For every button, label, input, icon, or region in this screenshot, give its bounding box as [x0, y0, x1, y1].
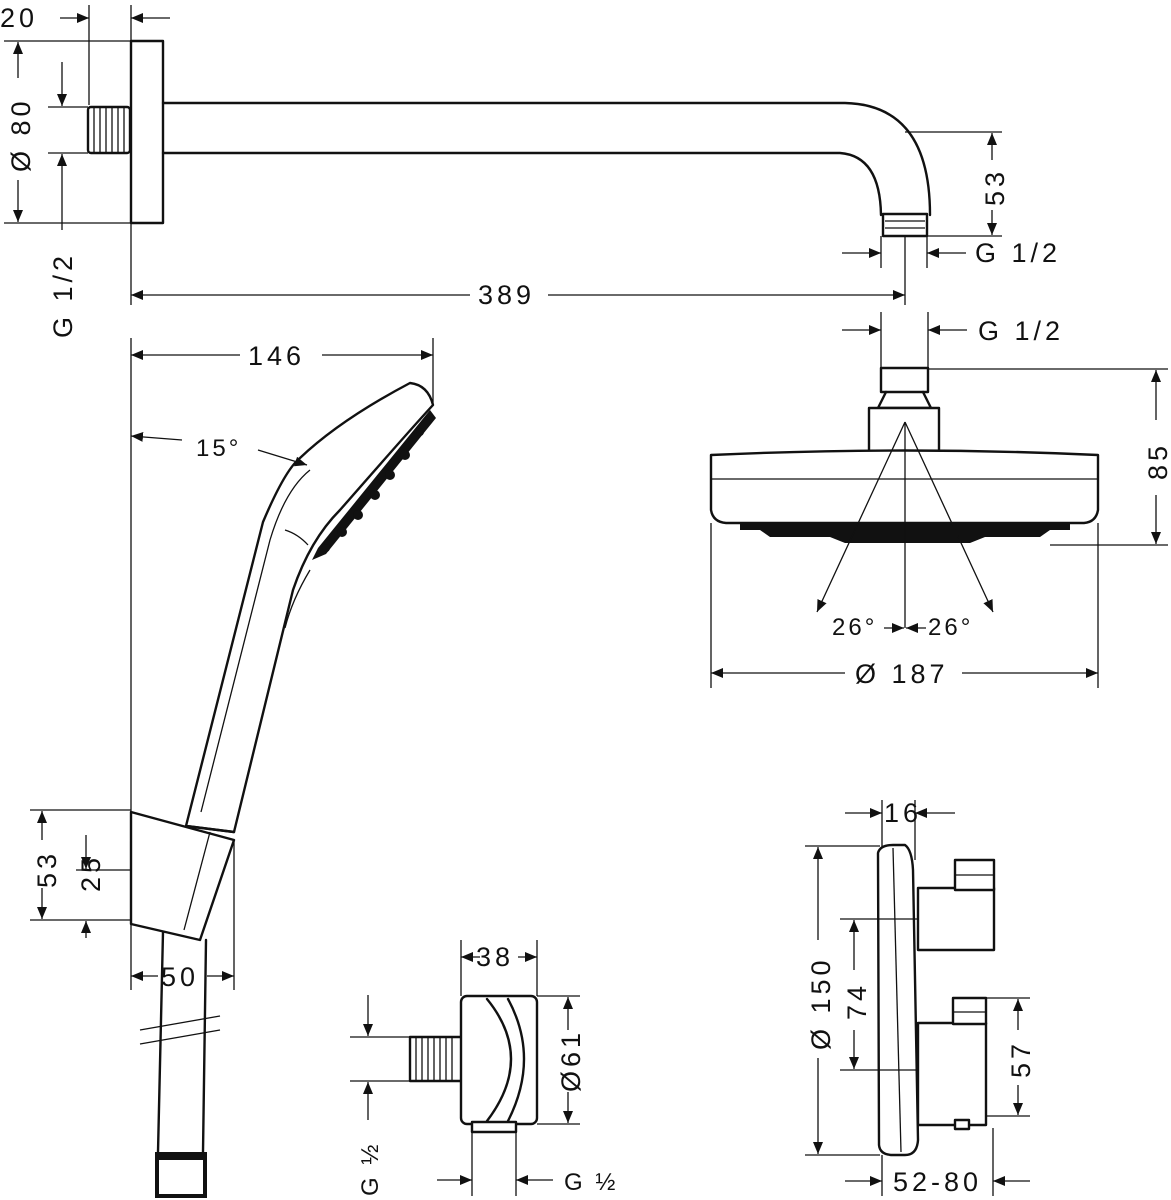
dim-hand-angle: 15° — [196, 435, 241, 462]
dim-arm-length: 389 — [478, 280, 535, 310]
hand-shower-holder — [129, 810, 236, 942]
arm-inlet-thread — [86, 105, 132, 155]
overhead-shower-head — [709, 366, 1100, 633]
hand-dimensions: 146 15° 53 25 50 — [30, 338, 434, 992]
head-dimensions: G 1/2 85 26° 26° Ø 187 — [710, 312, 1171, 689]
dim-mixer-lower: 57 — [1006, 1040, 1036, 1078]
arm-pipe-upper — [161, 101, 932, 217]
wall-flange — [129, 39, 165, 225]
dim-arm-drop: 53 — [980, 168, 1010, 206]
upper-handle — [916, 886, 996, 952]
hand-shower — [129, 381, 436, 1198]
dim-head-angle-left: 26° — [832, 614, 877, 641]
dim-head-dia: Ø 187 — [855, 659, 949, 689]
arm-pipe-lower — [161, 151, 883, 217]
arm-dimensions: 20 Ø 80 G 1/2 53 G 1/2 389 — [0, 3, 1061, 338]
thermostat-mixer — [876, 843, 996, 1157]
dim-outlet-dia: Ø61 — [556, 1029, 586, 1092]
dim-arm-flange-dia: Ø 80 — [6, 97, 36, 172]
lower-handle — [916, 1021, 988, 1127]
shower-arm — [86, 39, 932, 238]
dim-mixer-dia: Ø 150 — [806, 956, 836, 1050]
dim-holder-height: 53 — [32, 850, 62, 888]
outlet-thread — [408, 1035, 464, 1083]
dim-outlet-thread-left: G ½ — [357, 1142, 384, 1196]
dim-holder-offset: 25 — [76, 854, 106, 892]
arm-inlet-thread-lines — [93, 108, 125, 152]
head-connector — [879, 366, 930, 394]
dim-arm-outlet-thread: G 1/2 — [975, 238, 1061, 268]
dim-mixer-range: 52-80 — [893, 1167, 982, 1197]
mixer-plate — [876, 843, 920, 1157]
dim-arm-wall-depth: 20 — [0, 3, 38, 33]
dim-hand-length: 146 — [248, 341, 305, 371]
outlet-dimensions: 38 Ø61 G ½ G ½ — [350, 940, 618, 1196]
dim-mixer-depth: 16 — [884, 798, 922, 828]
hose — [139, 930, 221, 1154]
hand-spray-face — [312, 410, 436, 560]
wall-outlet — [408, 994, 539, 1134]
dim-outlet-thread-bottom: G ½ — [564, 1169, 618, 1196]
dim-head-height: 85 — [1143, 442, 1171, 480]
dim-holder-width: 50 — [161, 962, 199, 992]
dim-arm-inlet-thread: G 1/2 — [48, 252, 78, 338]
dim-mixer-spacing: 74 — [842, 982, 872, 1020]
mixer-dimensions: 16 Ø 150 74 57 52-80 — [805, 798, 1036, 1197]
dim-head-inlet-thread: G 1/2 — [978, 316, 1064, 346]
dim-head-angle-right: 26° — [928, 614, 973, 641]
dim-outlet-depth: 38 — [476, 942, 514, 972]
arm-outlet-thread — [881, 212, 929, 238]
